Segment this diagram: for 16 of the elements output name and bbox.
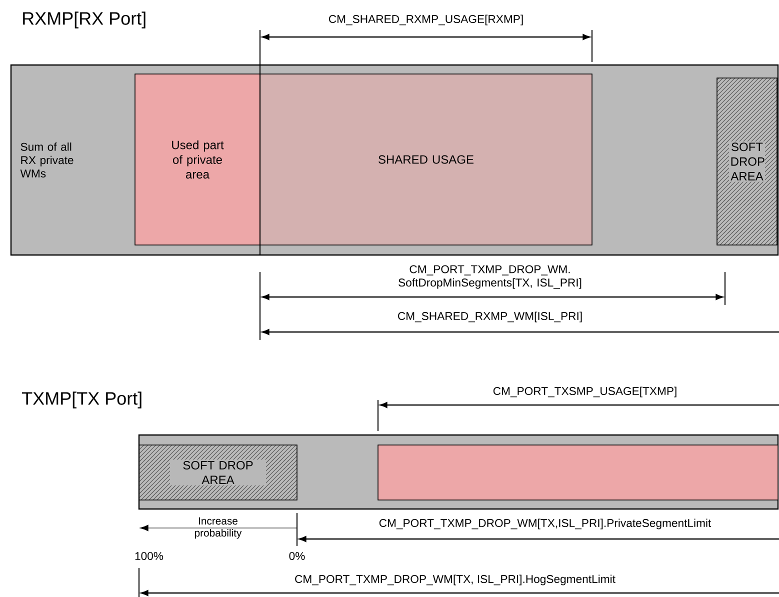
- soft-drop-box: SOFT DROP AREA: [138, 444, 298, 500]
- soft-drop-box: SOFT DROP AREA: [716, 78, 778, 246]
- dimension-label: CM_PORT_TXMP_DROP_WM. SoftDropMinSegments[TX, ISL_PRI]: [398, 265, 582, 289]
- dimension-label: CM_PORT_TXMP_DROP_WM[TX,ISL_PRI].PrivateSegmentLimit: [379, 518, 712, 530]
- dimension-label: CM_SHARED_RXMP_WM[ISL_PRI]: [398, 312, 582, 322]
- dimension-label: CM_PORT_TXSMP_USAGE[TXMP]: [493, 386, 676, 398]
- shared-usage-box: SHARED USAGE: [260, 74, 592, 246]
- used-area-box: [378, 444, 778, 500]
- used-area-box: Used part of private area: [134, 74, 260, 246]
- percent-label: 0%: [289, 552, 305, 560]
- arrow-label: Increase probability: [194, 517, 242, 539]
- dimension-label: CM_PORT_TXMP_DROP_WM[TX, ISL_PRI].HogSegmentLimit: [295, 574, 616, 586]
- section-title: TXMP[TX Port]: [22, 392, 142, 408]
- section-title: RXMP[RX Port]: [23, 12, 146, 28]
- percent-label: 100%: [135, 552, 164, 560]
- dimension-label: CM_SHARED_RXMP_USAGE[RXMP]: [328, 14, 523, 26]
